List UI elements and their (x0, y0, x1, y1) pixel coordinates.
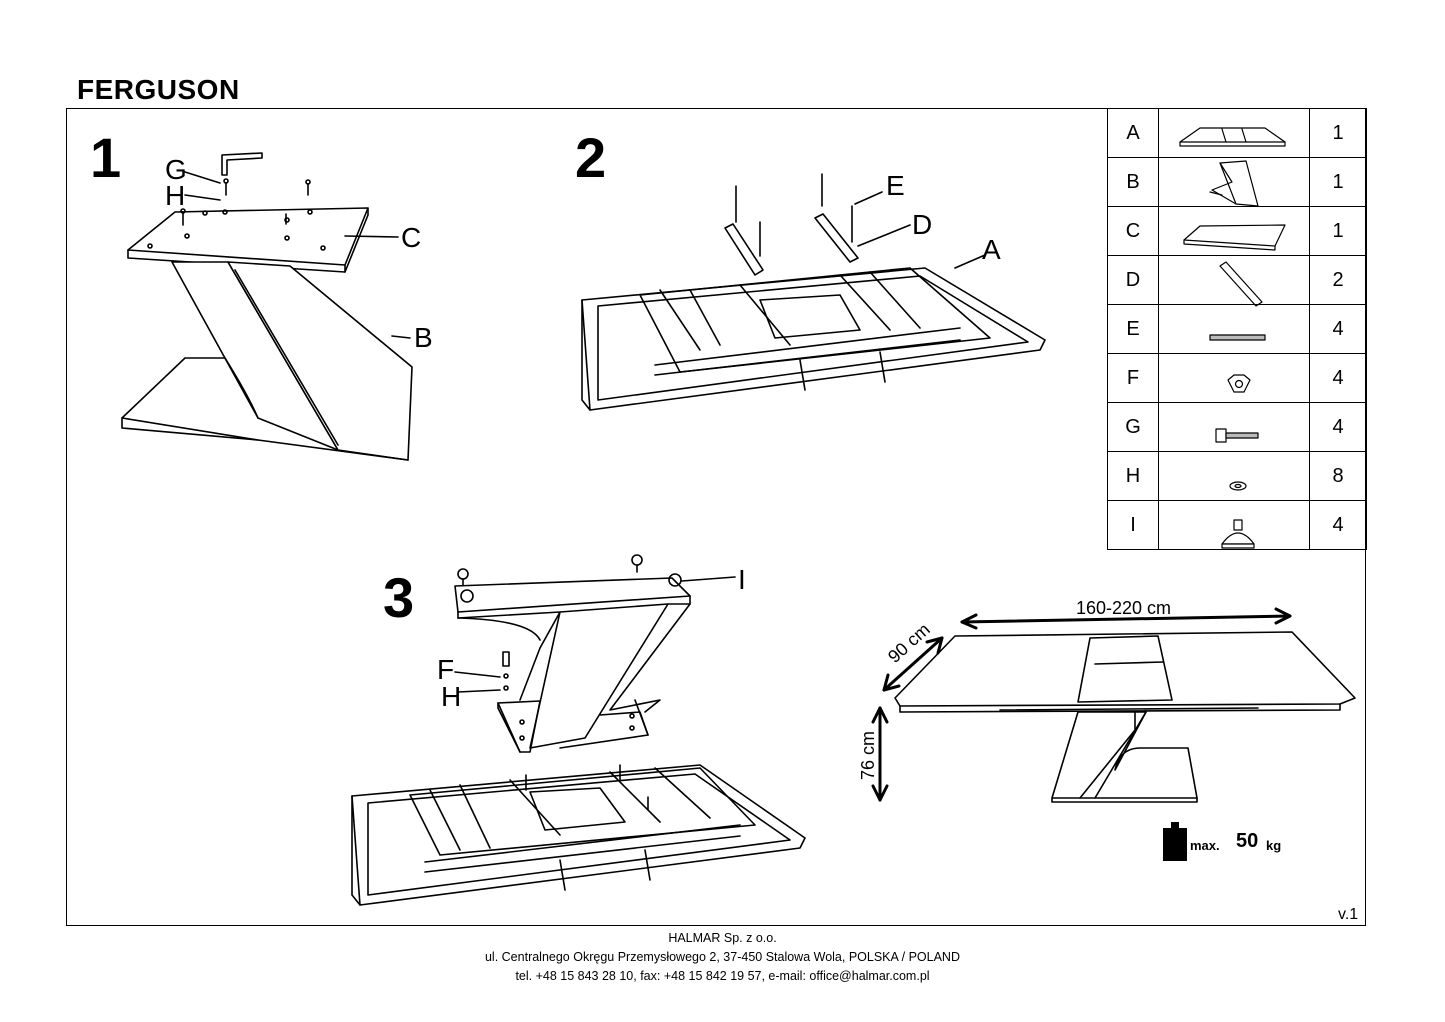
step3-assembly-illustration (351, 554, 806, 906)
callout-e-step2: E (886, 170, 905, 201)
step-number-2: 2 (575, 126, 607, 189)
part-quantity: 4 (1309, 500, 1367, 550)
part-code: G (1107, 402, 1159, 452)
footer-company: HALMAR Sp. z o.o. (668, 931, 777, 945)
part-quantity: 8 (1309, 451, 1367, 501)
max-load-value: 50 (1236, 830, 1259, 852)
dimension-height: 76 cm (858, 730, 878, 780)
part-quantity: 1 (1309, 108, 1367, 158)
callout-h-step3: H (441, 681, 462, 712)
part-quantity: 1 (1309, 206, 1367, 256)
footer: HALMAR Sp. z o.o. ul. Centralnego Okręgu… (0, 929, 1445, 986)
callout-i-step3: I (738, 564, 746, 595)
part-picture-cell (1158, 451, 1310, 501)
part-code: I (1107, 500, 1159, 550)
part-picture-cell (1158, 500, 1310, 550)
callout-c-step1: C (401, 222, 422, 253)
part-code: E (1107, 304, 1159, 354)
step-number-3: 3 (383, 566, 415, 629)
footer-address: ul. Centralnego Okręgu Przemysłowego 2, … (484, 950, 960, 964)
part-code: F (1107, 353, 1159, 403)
part-picture-cell (1158, 304, 1310, 354)
step2-tabletop-illustration (581, 173, 1046, 411)
max-load-label: max. (1190, 838, 1220, 853)
weight-icon (1163, 822, 1187, 861)
step-number-1: 1 (90, 126, 122, 189)
part-picture-cell (1158, 402, 1310, 452)
max-load-unit: kg (1266, 838, 1282, 853)
part-code: A (1107, 108, 1159, 158)
part-code: D (1107, 255, 1159, 305)
part-picture-cell (1158, 353, 1310, 403)
part-picture-cell (1158, 255, 1310, 305)
part-picture-cell (1158, 108, 1310, 158)
version-label: v.1 (1338, 906, 1359, 923)
callout-a-step2: A (982, 234, 1001, 265)
part-quantity: 4 (1309, 353, 1367, 403)
part-code: H (1107, 451, 1159, 501)
callout-f-step3: F (437, 654, 455, 685)
callout-h-step1: H (165, 180, 186, 211)
callout-b-step1: B (414, 322, 433, 353)
part-code: C (1107, 206, 1159, 256)
footer-contact: tel. +48 15 843 28 10, fax: +48 15 842 1… (515, 969, 930, 983)
part-quantity: 4 (1309, 402, 1367, 452)
dimension-length: 160-220 cm (1076, 598, 1172, 618)
part-code: B (1107, 157, 1159, 207)
part-quantity: 4 (1309, 304, 1367, 354)
callout-g-step1: G (165, 154, 187, 185)
step1-leg-illustration (121, 152, 413, 461)
document-title: FERGUSON (77, 74, 240, 105)
part-quantity: 1 (1309, 157, 1367, 207)
finished-table-illustration (871, 607, 1356, 803)
part-picture-cell (1158, 157, 1310, 207)
part-picture-cell (1158, 206, 1310, 256)
callout-d-step2: D (912, 209, 933, 240)
part-quantity: 2 (1309, 255, 1367, 305)
